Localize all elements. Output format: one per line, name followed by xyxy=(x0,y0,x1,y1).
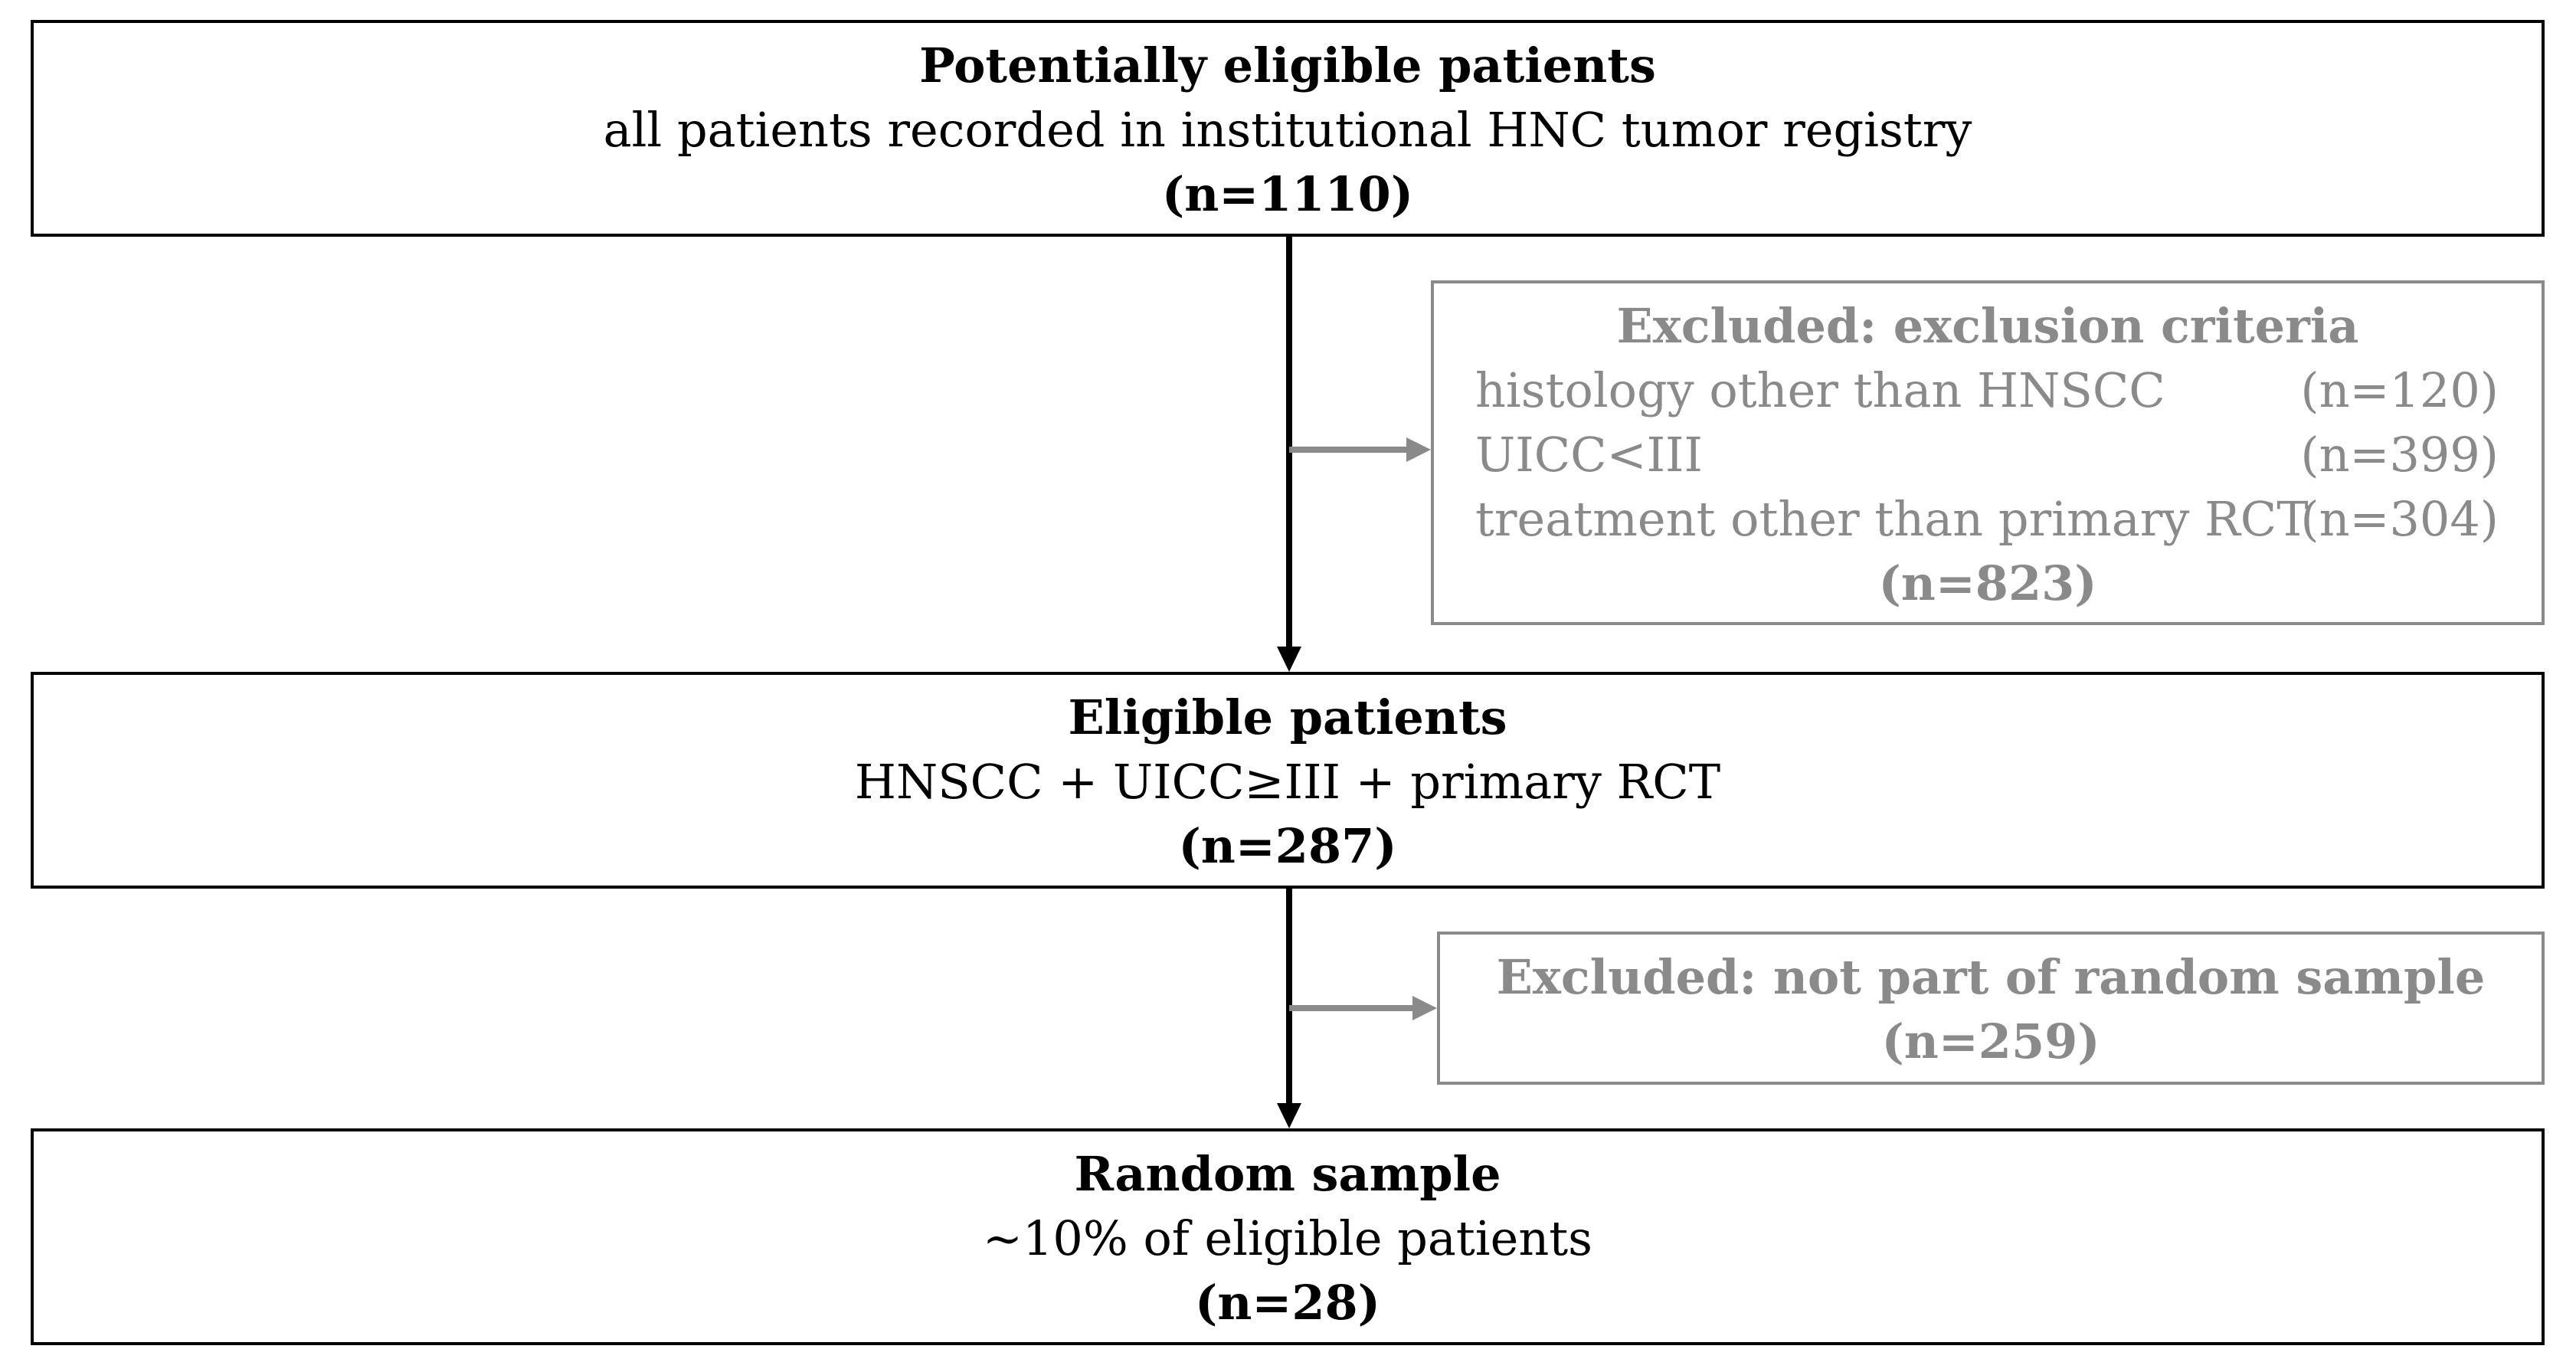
potentially-eligible-box: Potentially eligible patients all patien… xyxy=(31,20,2545,237)
arrowhead-down xyxy=(1277,1103,1301,1128)
potentially-eligible-title: Potentially eligible patients xyxy=(919,38,1656,93)
eligible-patients-count: (n=287) xyxy=(1178,818,1397,874)
not-in-sample-box: Excluded: not part of random sample (n=2… xyxy=(1437,932,2545,1085)
criterion-row: histology other than HNSCC (n=120) xyxy=(1434,359,2542,423)
exclusion-criteria-title: Excluded: exclusion criteria xyxy=(1616,298,2359,354)
not-in-sample-title: Excluded: not part of random sample xyxy=(1496,949,2486,1005)
criterion-label: histology other than HNSCC xyxy=(1475,362,2165,418)
arrowhead-right xyxy=(1406,437,1431,462)
criterion-row: treatment other than primary RCT (n=304) xyxy=(1434,487,2542,552)
potentially-eligible-description: all patients recorded in institutional H… xyxy=(603,102,1972,158)
random-sample-title: Random sample xyxy=(1074,1146,1501,1202)
arrowhead-down xyxy=(1277,647,1301,672)
criterion-label: UICC<III xyxy=(1475,427,1704,483)
arrowhead-right xyxy=(1412,996,1437,1020)
random-sample-count: (n=28) xyxy=(1195,1275,1380,1331)
potentially-eligible-count: (n=1110) xyxy=(1161,166,1414,222)
eligible-patients-description: HNSCC + UICC≥III + primary RCT xyxy=(854,754,1721,810)
exclusion-criteria-box: Excluded: exclusion criteria histology o… xyxy=(1431,280,2545,625)
exclusion-criteria-total: (n=823) xyxy=(1878,555,2097,611)
random-sample-box: Random sample ~10% of eligible patients … xyxy=(31,1128,2545,1345)
criterion-label: treatment other than primary RCT xyxy=(1475,491,2309,547)
criterion-count: (n=399) xyxy=(2300,427,2499,483)
criterion-count: (n=304) xyxy=(2300,491,2499,547)
criterion-count: (n=120) xyxy=(2300,362,2499,418)
eligible-patients-box: Eligible patients HNSCC + UICC≥III + pri… xyxy=(31,672,2545,889)
eligible-patients-title: Eligible patients xyxy=(1068,689,1507,745)
criterion-row: UICC<III (n=399) xyxy=(1434,423,2542,487)
random-sample-description: ~10% of eligible patients xyxy=(983,1210,1592,1266)
not-in-sample-count: (n=259) xyxy=(1881,1013,2100,1069)
